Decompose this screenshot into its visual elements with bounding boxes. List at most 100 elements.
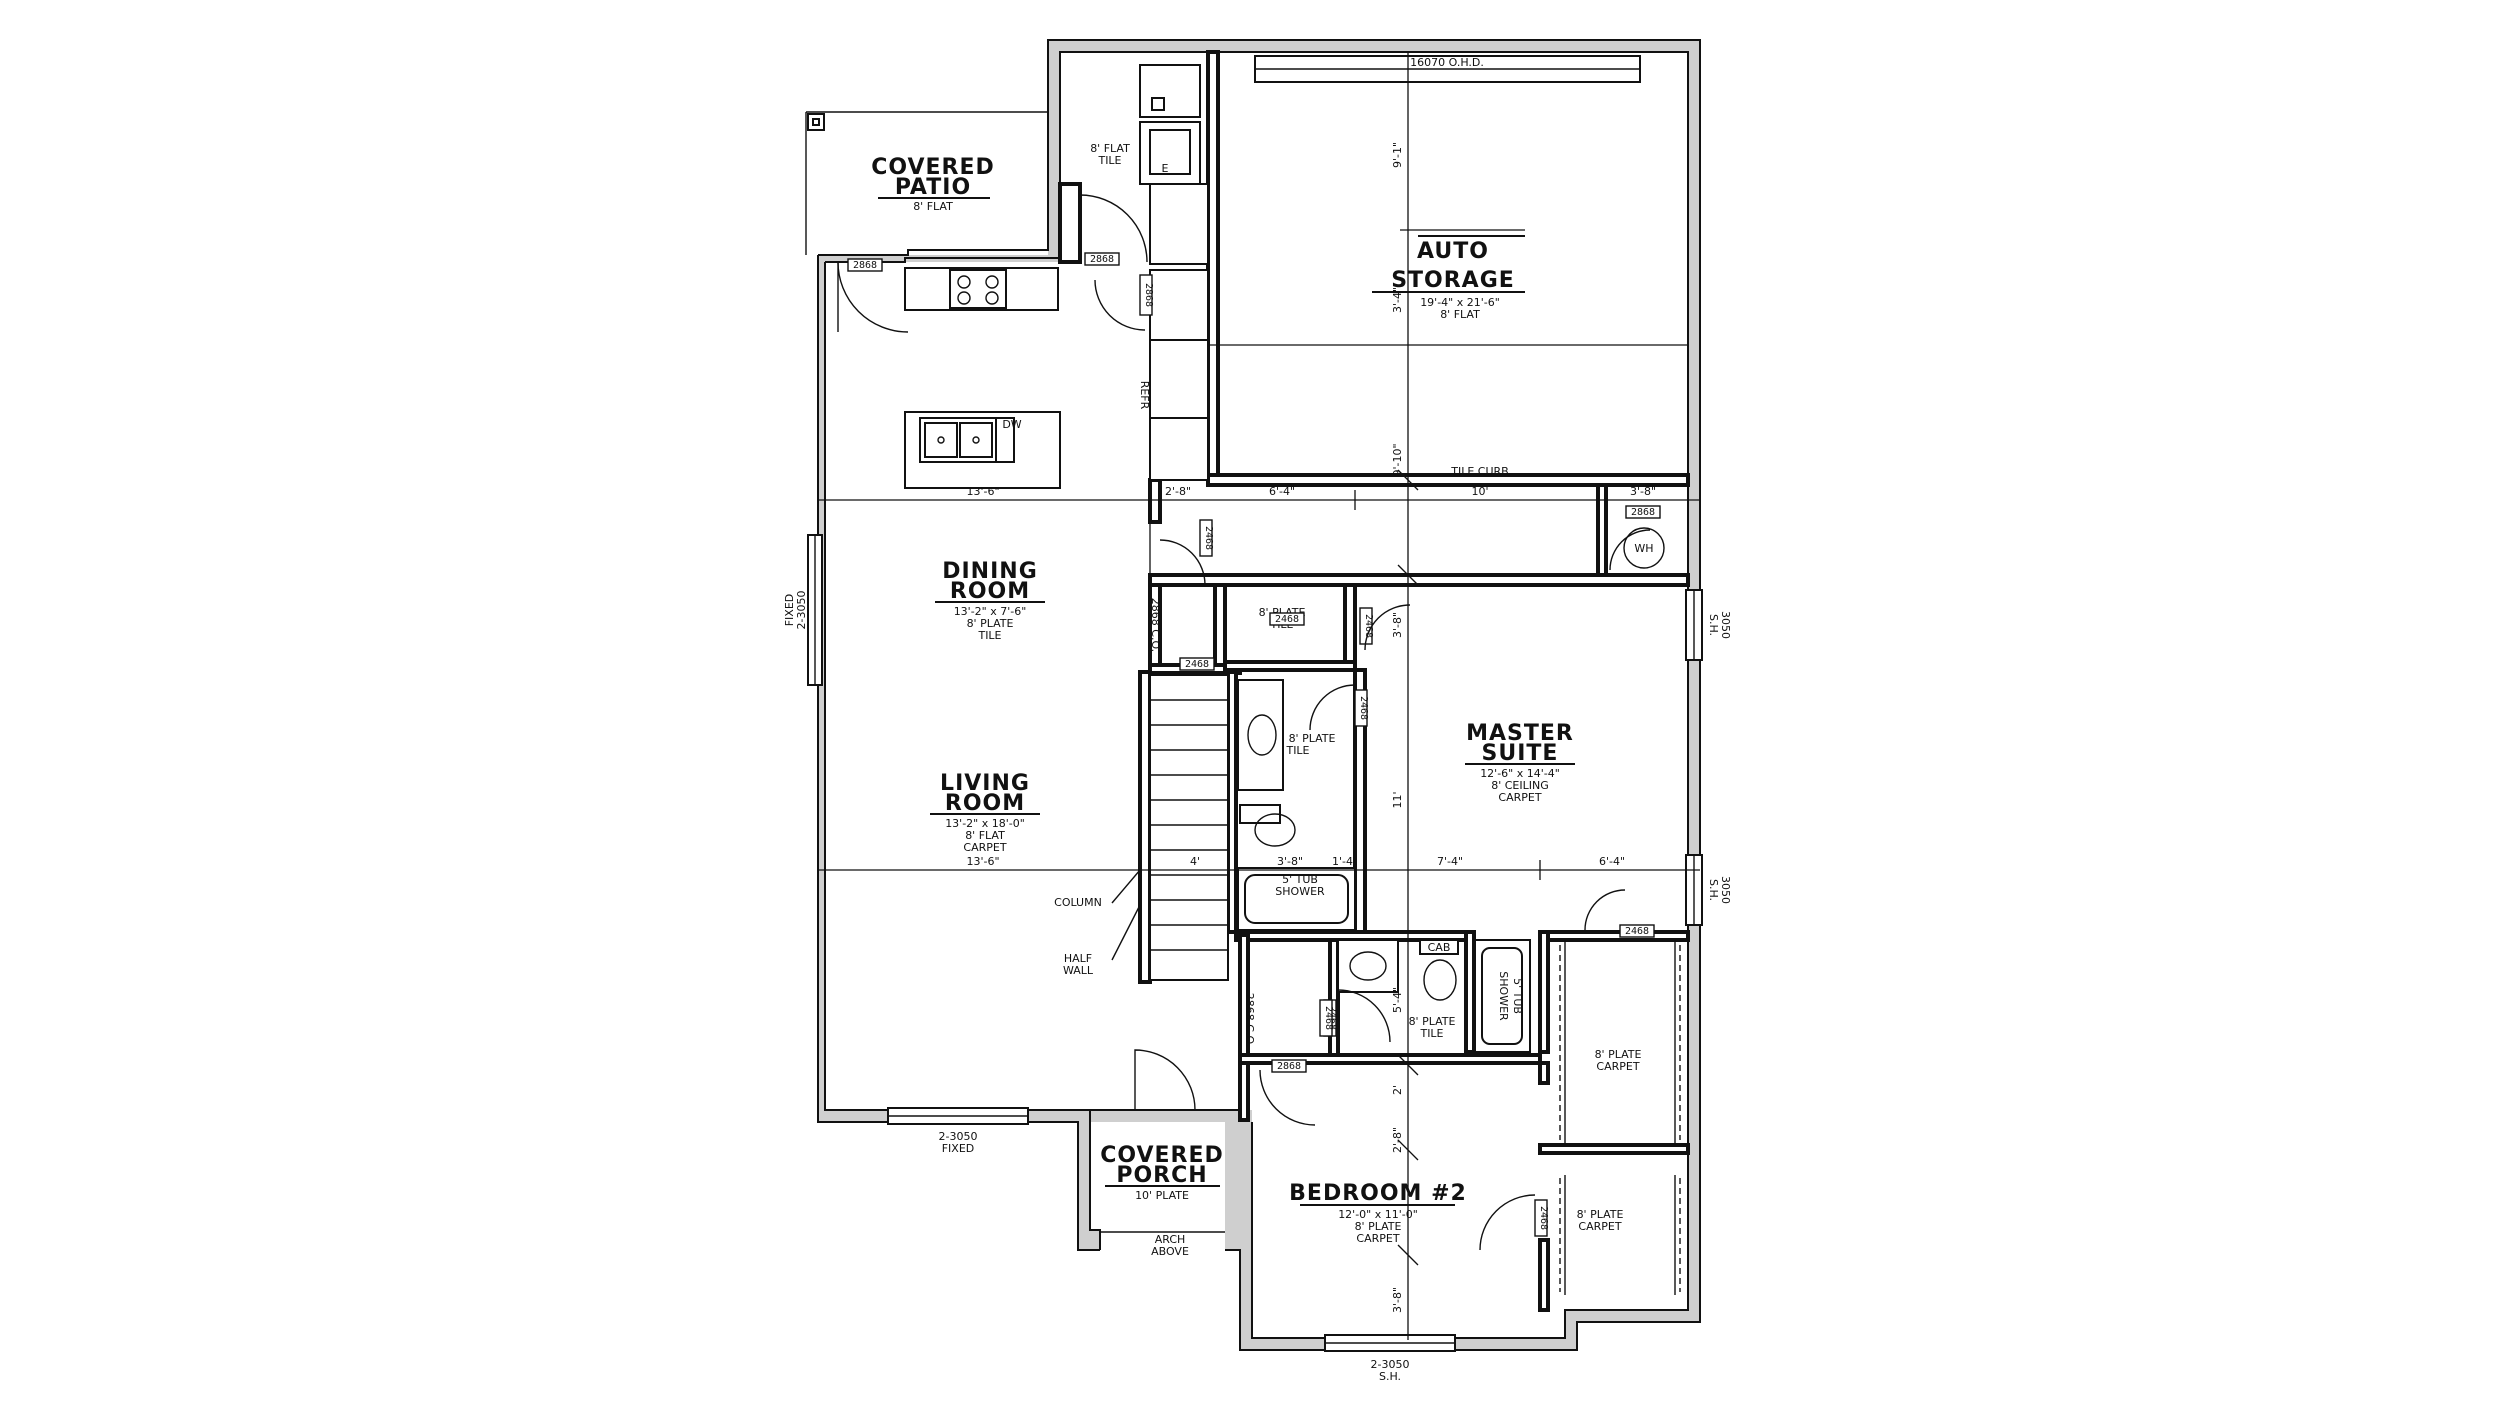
right-window-b-label-2: 3050: [1719, 876, 1732, 904]
master-suite-floor: CARPET: [1498, 791, 1541, 804]
bottom-window-label-1: 2-3050: [939, 1130, 978, 1143]
door-tag-d3: 2468: [1203, 526, 1214, 550]
master-bath: CAB SHOWER 5' TUB 8' PLATE TILE 2468: [1323, 939, 1531, 1053]
right-window-a-label-2: 3050: [1719, 611, 1732, 639]
windows: [807, 534, 1703, 1352]
master-closet: 8' PLATE CARPET 2468: [1559, 889, 1681, 1145]
room-labels: COVERED PATIO 8' FLAT AUTO STORAGE 19'-4…: [871, 155, 1575, 1258]
hall-bath: 5' TUB SHOWER 8' PLATE TILE 2468: [1237, 679, 1369, 931]
dim-bath-w: 3'-8": [1277, 855, 1303, 868]
dimension-lines: [818, 52, 1700, 1340]
covered-patio: [805, 111, 1048, 255]
door-tag-d9: 2468: [1358, 696, 1369, 720]
door-tag-d6: 2468: [1363, 614, 1374, 638]
living-room-ceiling: 8' FLAT: [965, 829, 1005, 842]
dim-bed-v3: 3'-8": [1391, 1287, 1404, 1313]
master-bath-cab: CAB: [1428, 941, 1451, 954]
dim-bed-v2: 2'-8": [1391, 1127, 1404, 1153]
left-window-label-2: 2-3050: [795, 591, 808, 630]
laundry-fixtures: E 8' FLAT TILE 2868: [1079, 64, 1209, 266]
covered-porch-title-2: PORCH: [1116, 1163, 1207, 1188]
hall-bath-ceiling: 8' PLATE: [1289, 732, 1336, 745]
covered-porch-title-1: COVERED: [1100, 1143, 1224, 1168]
master-suite-title-2: SUITE: [1482, 741, 1559, 766]
dining-room-title-2: ROOM: [950, 579, 1030, 604]
half-wall-label-1: HALF: [1064, 952, 1092, 965]
tile-curb-label: TILE CURB: [1450, 465, 1508, 478]
misc-labels: COLUMN HALF WALL FIXED 2-3050 2-3050 FIX…: [783, 591, 1732, 1383]
bedroom-closet-floor: CARPET: [1578, 1220, 1621, 1233]
dim-bath-v: 3'-8": [1391, 612, 1404, 638]
bedroom-doors: 2868 2468 2468: [1100, 612, 1334, 1233]
exterior-walls: [817, 39, 1701, 1351]
half-wall-label-2: WALL: [1063, 964, 1094, 977]
living-room-floor: CARPET: [963, 841, 1006, 854]
dim-garage-v3: 9'-10": [1391, 443, 1404, 476]
laundry-floor: TILE: [1097, 154, 1121, 167]
dim-mb-v1: 5'-4": [1391, 987, 1404, 1013]
dining-room-title-1: DINING: [942, 559, 1038, 584]
dim-living-width: 13'-6": [966, 855, 999, 868]
dim-seg-2: 10': [1471, 485, 1488, 498]
dim-garage-v1: 9'-1": [1391, 142, 1404, 168]
master-suite-size: 12'-6" x 14'-4": [1480, 767, 1560, 780]
master-bath-ceiling: 8' PLATE: [1409, 1015, 1456, 1028]
dishwasher-label: DW: [1002, 418, 1021, 431]
master-suite-title-1: MASTER: [1466, 721, 1574, 746]
master-bath-floor: TILE: [1419, 1027, 1443, 1040]
covered-patio-title-2: PATIO: [895, 175, 971, 200]
dim-seg-1: 6'-4": [1269, 485, 1295, 498]
column-label: COLUMN: [1054, 896, 1102, 909]
door-tag-d13: 2468: [1538, 1206, 1549, 1230]
arch-label-1: ARCH: [1155, 1233, 1186, 1246]
dim-stair: 4': [1190, 855, 1200, 868]
auto-storage-note: 8' FLAT: [1440, 308, 1480, 321]
master-suite-ceiling: 8' CEILING: [1491, 779, 1549, 792]
door-tag-d8: 2468: [1275, 614, 1299, 625]
kitchen: DW REFR 2868 2868: [837, 258, 1209, 489]
bedroom-closet: 8' PLATE CARPET 2468: [1479, 1175, 1681, 1295]
living-room-title-1: LIVING: [940, 771, 1030, 796]
water-heater-label: WH: [1634, 542, 1653, 555]
door-tag-d2: 2868: [1090, 254, 1114, 265]
hall-tub-label-2: SHOWER: [1275, 885, 1325, 898]
bedroom-2-title: BEDROOM #2: [1289, 1181, 1467, 1206]
dim-suite-v: 11': [1391, 791, 1404, 808]
dining-room-floor: TILE: [977, 629, 1001, 642]
garage-door: 16070 O.H.D.: [1254, 55, 1641, 83]
closet-opening-2: 2868 C.O.: [1243, 993, 1256, 1047]
bed-window-label-2: S.H.: [1379, 1370, 1401, 1383]
dim-seg-3: 3'-8": [1630, 485, 1656, 498]
dining-room-size: 13'-2" x 7'-6": [954, 605, 1027, 618]
stairs: [1149, 674, 1229, 981]
dim-hall-a: 2'-8": [1165, 485, 1191, 498]
covered-patio-note: 8' FLAT: [913, 200, 953, 213]
door-tag-d12: 2468: [1625, 926, 1649, 937]
dim-garage-v2: 3'-4": [1391, 287, 1404, 313]
master-shower-label: SHOWER: [1497, 971, 1510, 1021]
master-closet-ceiling: 8' PLATE: [1595, 1048, 1642, 1061]
master-closet-floor: CARPET: [1596, 1060, 1639, 1073]
door-tag-d14: 2468: [1323, 1006, 1334, 1030]
dim-suite-b: 6'-4": [1599, 855, 1625, 868]
door-tag-d7: 2868: [1631, 507, 1655, 518]
left-window-label-1: FIXED: [783, 594, 796, 627]
door-tag-d11: 2868: [1277, 1061, 1301, 1072]
bedroom-closet-ceiling: 8' PLATE: [1577, 1208, 1624, 1221]
hall-closets: 2868 C.O. 2868 C.O. 2468: [1149, 519, 1256, 1047]
door-tag-d5: 2468: [1185, 659, 1209, 670]
auto-storage-title-2: STORAGE: [1391, 268, 1515, 293]
dimension-labels: 13'-6" 2'-8" 6'-4" 10' 3'-8" 9'-1" 3'-4"…: [966, 142, 1656, 1313]
covered-patio-title-1: COVERED: [871, 155, 995, 180]
auto-storage-size: 19'-4" x 21'-6": [1420, 296, 1500, 309]
dim-bed-v1: 2': [1391, 1085, 1404, 1095]
arch-label-2: ABOVE: [1151, 1245, 1189, 1258]
laundry-appliance-label: E: [1162, 162, 1169, 175]
living-room-title-2: ROOM: [945, 791, 1025, 816]
dim-kitchen-width: 13'-6": [966, 485, 999, 498]
master-tub-label: 5' TUB: [1511, 978, 1524, 1014]
right-window-a-label-1: S.H.: [1707, 614, 1720, 636]
living-room-size: 13'-2" x 18'-0": [945, 817, 1025, 830]
bedroom-2-size: 12'-0" x 11'-0": [1338, 1208, 1418, 1221]
